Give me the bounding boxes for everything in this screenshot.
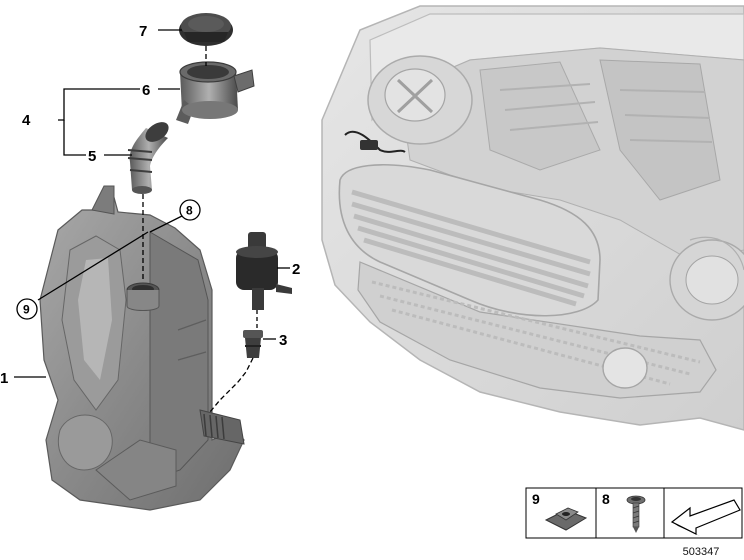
part-2-washer-pump (236, 232, 292, 310)
legend-box: 9 8 (525, 487, 743, 539)
callout-5: 5 (88, 148, 96, 165)
callout-2: 2 (292, 261, 300, 278)
screw-icon (626, 495, 646, 533)
callout-4: 4 (22, 112, 31, 129)
callout-7: 7 (139, 23, 147, 40)
part-3-grommet (243, 330, 263, 358)
callout-6: 6 (142, 82, 150, 99)
part-7-cap (179, 13, 233, 46)
callout-9: 9 (23, 303, 30, 317)
callout-3: 3 (279, 332, 287, 349)
part-6-filler-neck (176, 61, 255, 124)
callout-9-circle (16, 298, 38, 320)
direction-arrow-icon (670, 499, 741, 536)
callout-8-circle (179, 199, 201, 221)
legend-label-9: 9 (532, 491, 540, 507)
leader-lines (14, 29, 290, 413)
callout-1: 1 (0, 370, 8, 387)
callout-8: 8 (186, 204, 193, 218)
part-5-filler-pipe (127, 122, 169, 194)
reference-number: 503347 (683, 546, 720, 558)
legend-label-8: 8 (602, 491, 610, 507)
part-1-washer-tank (39, 185, 245, 511)
callout-labels: 7 6 4 5 8 9 2 3 1 (0, 23, 300, 387)
car-front-illustration (321, 5, 744, 431)
clip-nut-icon (544, 507, 588, 531)
